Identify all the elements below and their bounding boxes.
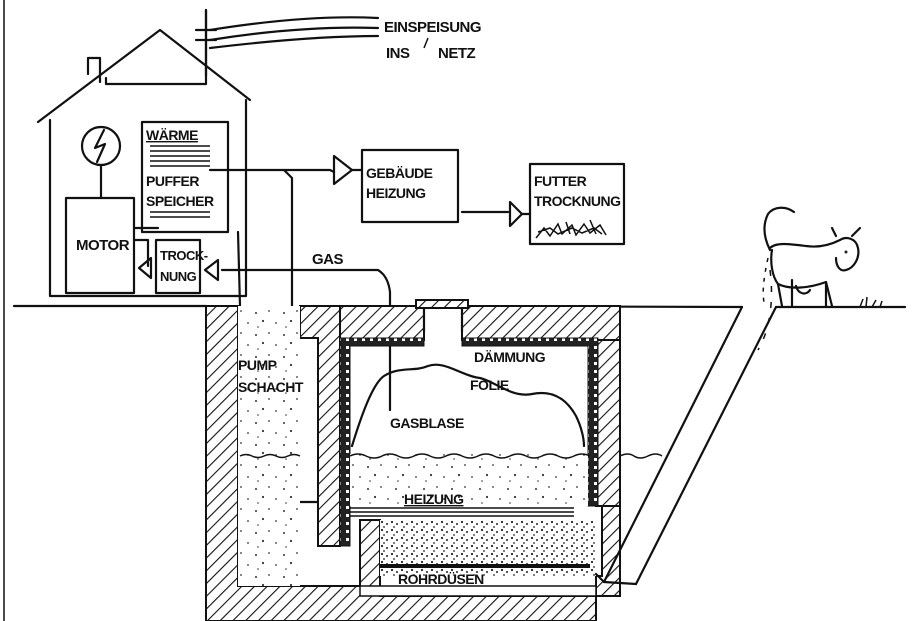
label-gebaeude: GEBÄUDE [366,165,433,181]
buffer-coil [150,145,210,167]
motor-to-buffer-pipe [132,226,160,268]
cow-tail-drops [762,257,769,303]
label-rohrduesen: ROHRDÜSEN [398,571,484,587]
label-futter: FUTTER [534,173,587,189]
house [36,8,252,298]
cow-icon [763,206,862,308]
gas-pipe [220,268,392,412]
motor-box [64,196,136,295]
tick-mark [423,37,429,49]
nozzle-pipe [380,564,590,568]
dryer-fan-icon [137,256,153,280]
label-puffer: PUFFER [146,173,199,189]
label-trock: TROCK- [160,248,208,263]
substrate-surface [349,453,591,459]
label-heizung-tank: HEIZUNG [404,491,464,507]
tank-right-wall [595,339,621,507]
pump-shaft-wave [239,453,301,459]
label-daemmung: DÄMMUNG [474,349,546,365]
feed-dryer-box [528,162,626,246]
label-trocknung: TROCKNUNG [534,193,621,209]
tank-roof [339,305,621,341]
label-waerme: WÄRME [146,127,198,143]
gas-inlet-fan-icon [203,258,220,282]
label-speicher: SPEICHER [146,193,214,209]
label-gasblase: GASBLASE [390,415,464,431]
pump-shaft-interior [238,306,300,586]
label-heizung-box: HEIZUNG [366,185,426,201]
label-pump: PUMP [238,357,277,373]
heating-valve-icon [332,154,354,186]
label-folie: FOLIE [470,377,509,393]
heat-buffer-tank [140,120,230,234]
manure-inlet-chute [594,269,778,586]
gas-bubble-foil [350,363,586,448]
inner-partition-wall [299,305,341,547]
grass-tuft [859,296,883,308]
label-einspeisung: EINSPEISUNG [384,19,481,36]
label-gas: GAS [312,251,344,268]
insulation-layer [339,337,599,547]
power-pole-icon [194,8,380,78]
label-schacht: SCHACHT [238,379,304,395]
generator-lightning-icon [80,125,122,200]
lower-floor-slot [359,585,597,597]
building-heating-box [360,148,460,224]
label-nung: NUNG [160,269,197,284]
label-netz: NETZ [438,45,476,62]
feed-valve-icon [508,200,524,228]
tank-heating-coil [350,507,574,517]
neck-cap [415,299,469,309]
gas-outlet-neck [422,304,464,334]
label-motor: MOTOR [76,237,130,254]
buffer-coil-lower [150,211,210,218]
dryer-box [154,238,202,295]
tank-interior-substrate [350,454,588,506]
heat-pipe [208,168,336,174]
label-ins: INS [386,45,410,62]
hay-scribble [535,219,607,239]
